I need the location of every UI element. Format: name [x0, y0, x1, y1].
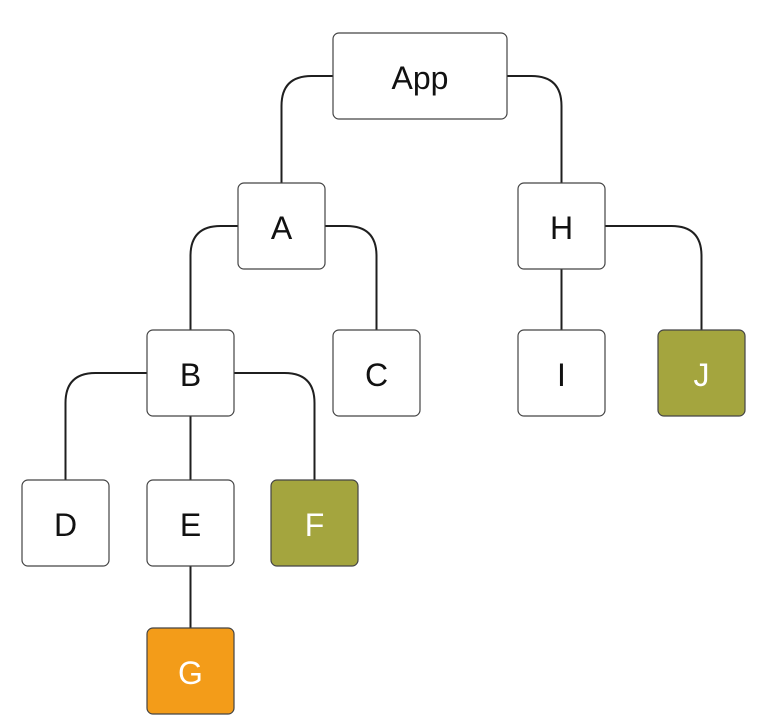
node-c-label: C	[365, 357, 388, 393]
edge-app-a	[280, 75, 333, 183]
node-app-label: App	[392, 60, 449, 96]
node-j-label: J	[694, 357, 710, 393]
node-h-label: H	[550, 210, 573, 246]
node-i-label: I	[557, 357, 566, 393]
node-g-label: G	[178, 655, 203, 691]
node-d-box	[21, 479, 110, 567]
edge-a-b	[189, 225, 238, 330]
node-e: E	[146, 479, 235, 567]
node-a: A	[237, 182, 326, 270]
edge-a-c	[325, 225, 378, 330]
node-a-box	[237, 182, 326, 270]
node-app: App	[332, 32, 508, 120]
node-b: B	[146, 329, 235, 417]
node-i-box	[517, 329, 606, 417]
node-i: I	[517, 329, 606, 417]
node-h: H	[517, 182, 606, 270]
node-f-label: F	[305, 507, 325, 543]
node-e-label: E	[180, 507, 201, 543]
node-h-box	[517, 182, 606, 270]
node-c-box	[332, 329, 421, 417]
node-f-box	[270, 479, 359, 567]
tree-edges	[64, 75, 703, 628]
node-app-box	[332, 32, 508, 120]
node-b-label: B	[180, 357, 201, 393]
node-e-box	[146, 479, 235, 567]
node-d: D	[21, 479, 110, 567]
edge-app-h	[507, 75, 563, 183]
node-b-box	[146, 329, 235, 417]
node-d-label: D	[54, 507, 77, 543]
edge-b-f	[234, 372, 316, 480]
node-g: G	[146, 627, 235, 715]
node-c: C	[332, 329, 421, 417]
edge-b-d	[64, 372, 147, 480]
node-g-box	[146, 627, 235, 715]
node-a-label: A	[271, 210, 293, 246]
node-j: J	[657, 329, 746, 417]
edge-h-j	[605, 225, 703, 330]
node-f: F	[270, 479, 359, 567]
node-j-box	[657, 329, 746, 417]
